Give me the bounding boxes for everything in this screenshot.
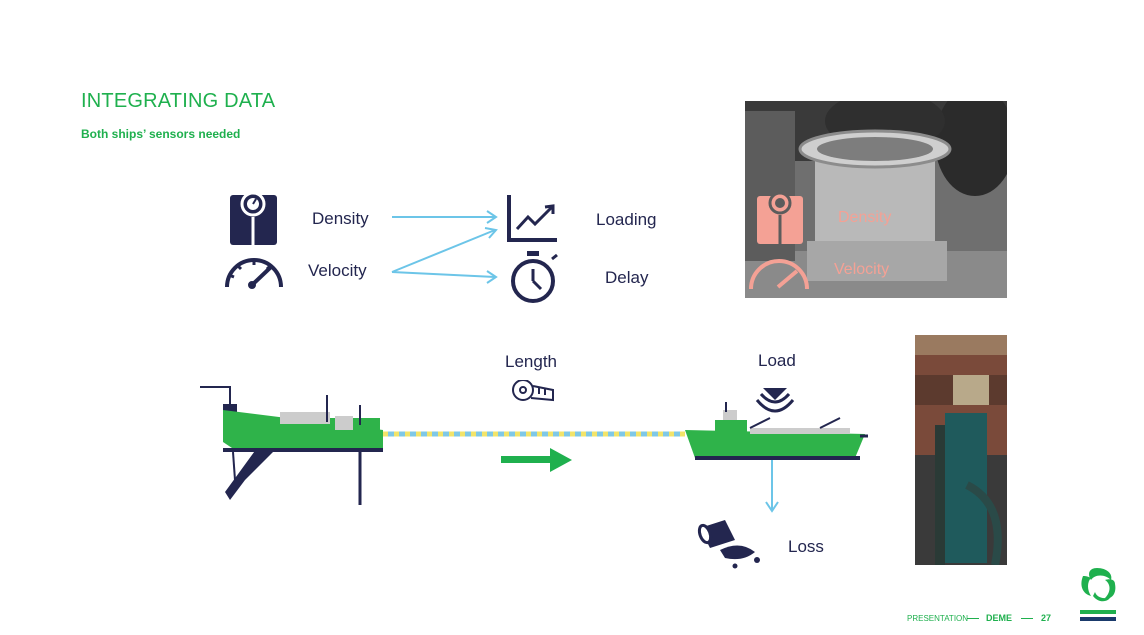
velocity-label: Velocity	[308, 261, 367, 280]
loss-arrow	[765, 460, 779, 513]
footer-presentation: PRESENTATION	[907, 614, 969, 623]
tape-measure-icon	[512, 380, 554, 402]
load-sensor-illustration	[915, 335, 1007, 565]
photo-scale-icon	[757, 191, 803, 244]
footer: PRESENTATION DEME 27	[0, 611, 1144, 625]
stopwatch-icon	[511, 251, 558, 303]
ship-transfer-diagram	[200, 380, 868, 569]
direction-arrow	[501, 448, 572, 472]
photo-velocity-label: Velocity	[834, 261, 890, 278]
slide-title: INTEGRATING DATA	[81, 90, 276, 112]
pipe-sensor-photo: Density Velocity	[745, 101, 1007, 298]
loss-label: Loss	[788, 537, 824, 556]
footer-divider	[967, 618, 979, 619]
load-sensor-icon	[755, 388, 795, 413]
slide-subtitle: Both ships’ sensors needed	[81, 127, 241, 141]
loading-label: Loading	[596, 210, 657, 229]
photo-density-label: Density	[838, 209, 892, 226]
delay-label: Delay	[605, 268, 649, 287]
line-chart-icon	[507, 195, 557, 242]
photo-speedometer-icon	[749, 259, 809, 290]
footer-page-number: 27	[1041, 613, 1052, 623]
footer-company: DEME	[986, 613, 1013, 623]
deme-logo-icon	[1080, 568, 1116, 621]
density-label: Density	[312, 209, 369, 228]
scale-icon	[230, 191, 277, 245]
pipe-photo-illustration	[745, 101, 1007, 298]
dredger-ship	[200, 386, 383, 505]
spill-icon	[697, 520, 760, 569]
length-label: Length	[505, 352, 557, 371]
load-sensor-photo	[915, 335, 1007, 565]
footer-divider	[1021, 618, 1033, 619]
hopper-ship	[685, 402, 868, 460]
sensor-flow-diagram	[225, 191, 558, 303]
speedometer-icon	[225, 258, 283, 289]
load-label: Load	[758, 351, 796, 370]
flow-arrows	[391, 210, 498, 284]
